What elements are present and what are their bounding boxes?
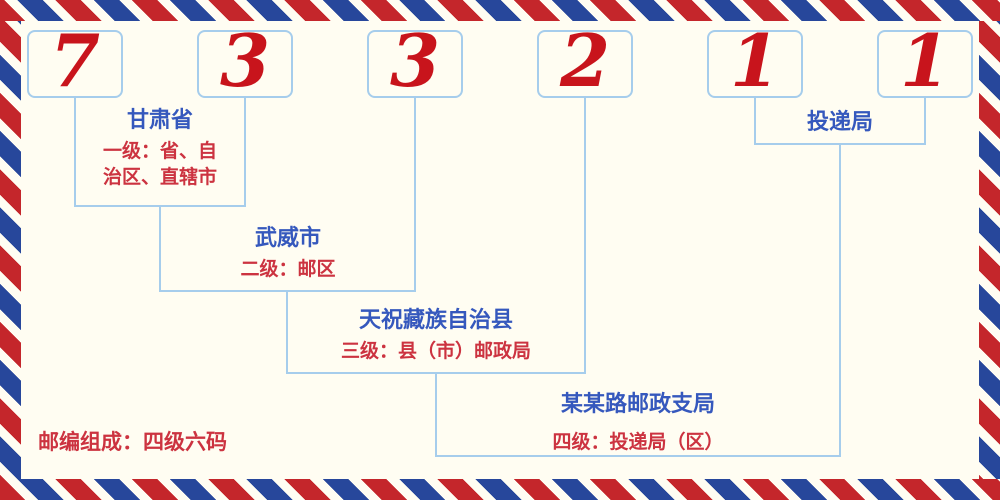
connector-line	[286, 290, 288, 372]
connector-line	[435, 455, 841, 457]
level4-desc: 四级：投递局（区）	[552, 431, 724, 454]
connector-line	[159, 205, 161, 290]
level1-label: 甘肃省 一级：省、自 治区、直辖市	[76, 108, 244, 191]
connector-line	[435, 372, 437, 455]
postal-digit-3: 3	[389, 18, 441, 103]
airmail-border-top	[0, 0, 1000, 21]
level2-name: 武威市	[254, 226, 321, 251]
postal-digit-2: 3	[219, 18, 271, 103]
level1-desc-line1: 一级：省、自	[102, 140, 217, 163]
level3-label: 天祝藏族自治县 三级：县（市）邮政局	[288, 308, 584, 365]
level2-desc: 二级：邮区	[240, 258, 336, 281]
level4-name: 某某路邮政支局	[560, 392, 715, 417]
postal-digit-4: 2	[559, 18, 611, 103]
level1-desc-line2: 治区、直辖市	[102, 166, 217, 189]
delivery-office-name: 投递局	[806, 110, 873, 135]
connector-line	[74, 98, 76, 205]
digit-box-1: 7	[27, 25, 123, 98]
connector-line	[414, 98, 416, 290]
digit-box-6: 1	[877, 25, 973, 98]
airmail-border-right	[979, 0, 1000, 500]
digit-box-5: 1	[707, 25, 803, 98]
digit-box-4: 2	[537, 25, 633, 98]
connector-line	[754, 98, 756, 143]
airmail-border-bottom	[0, 479, 1000, 500]
level1-name: 甘肃省	[126, 108, 193, 133]
connector-line	[839, 143, 841, 455]
connector-line	[584, 98, 586, 372]
connector-line	[924, 98, 926, 143]
postal-digit-5: 1	[729, 18, 781, 103]
digit-box-2: 3	[197, 25, 293, 98]
level1-desc: 一级：省、自 治区、直辖市	[76, 139, 244, 190]
postal-digit-1: 7	[49, 18, 101, 103]
postal-digit-6: 1	[899, 18, 951, 103]
level2-label: 武威市 二级：邮区	[161, 226, 415, 283]
delivery-office-label: 投递局	[756, 110, 924, 136]
airmail-border-left	[0, 0, 21, 500]
connector-line	[244, 98, 246, 205]
level4-label: 某某路邮政支局 四级：投递局（区）	[437, 392, 839, 456]
level3-desc: 三级：县（市）邮政局	[340, 340, 531, 363]
level3-name: 天祝藏族自治县	[358, 308, 513, 333]
composition-note: 邮编组成：四级六码	[38, 430, 227, 454]
digit-box-3: 3	[367, 25, 463, 98]
